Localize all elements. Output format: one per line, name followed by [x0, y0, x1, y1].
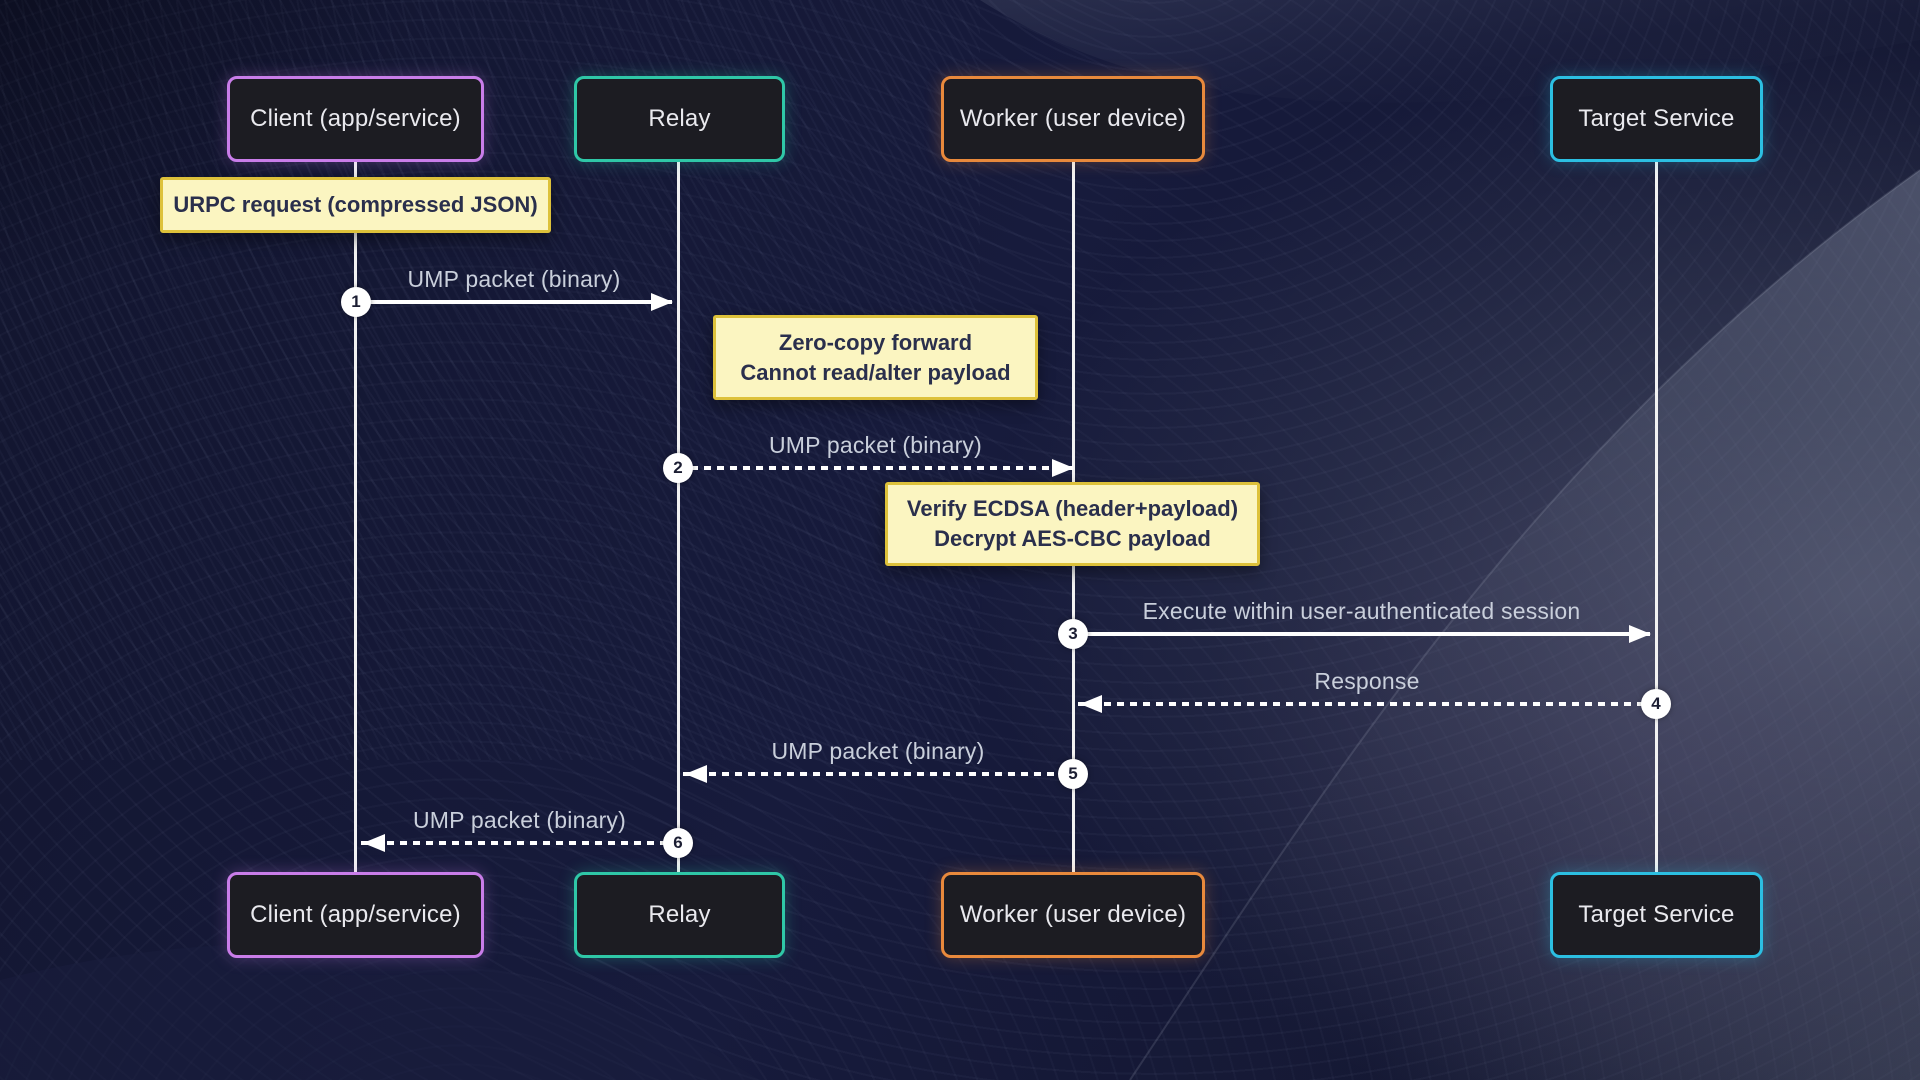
note-line: Decrypt AES-CBC payload — [934, 526, 1211, 551]
sequence-number-badge: 1 — [341, 287, 371, 317]
message-5-label: UMP packet (binary) — [771, 738, 985, 764]
actor-client-top: Client (app/service) — [227, 76, 484, 162]
actor-target-bottom: Target Service — [1550, 872, 1763, 958]
actor-worker-top: Worker (user device) — [941, 76, 1205, 162]
message-4: Response 4 — [1078, 666, 1671, 719]
message-6-arrow: 6 — [361, 828, 693, 858]
actor-label: Target Service — [1578, 105, 1735, 132]
message-5: UMP packet (binary) 5 — [683, 736, 1088, 789]
message-1-arrow: 1 — [341, 287, 673, 317]
lifeline-target — [1655, 162, 1658, 872]
note-urpc-request: URPC request (compressed JSON) — [160, 177, 551, 233]
actor-label: Relay — [648, 901, 711, 928]
message-6: UMP packet (binary) 6 — [361, 805, 693, 858]
note-verify-decrypt: Verify ECDSA (header+payload) Decrypt AE… — [885, 482, 1260, 566]
message-4-arrow: 4 — [1078, 689, 1671, 719]
note-line: Zero-copy forward — [778, 329, 973, 355]
actor-label: Target Service — [1578, 901, 1735, 928]
message-3-arrow: 3 — [1058, 619, 1651, 649]
sequence-number-badge: 3 — [1058, 619, 1088, 649]
message-2-label: UMP packet (binary) — [768, 432, 982, 458]
message-4-label: Response — [1314, 668, 1420, 694]
message-3-label: Execute within user-authenticated sessio… — [1142, 598, 1581, 624]
sequence-number-badge: 6 — [663, 828, 693, 858]
sequence-number-badge: 4 — [1641, 689, 1671, 719]
arrowhead-left-icon — [1080, 695, 1102, 713]
message-6-label: UMP packet (binary) — [412, 807, 626, 833]
arrowhead-left-icon — [685, 765, 707, 783]
actor-label: Worker (user device) — [959, 901, 1187, 928]
actor-relay-top: Relay — [574, 76, 785, 162]
message-3: Execute within user-authenticated sessio… — [1058, 596, 1651, 649]
sequence-number-badge: 5 — [1058, 759, 1088, 789]
note-line: Verify ECDSA (header+payload) — [906, 496, 1239, 521]
lifeline-client — [354, 162, 357, 872]
actor-label: Worker (user device) — [959, 105, 1187, 132]
note-zero-copy: Zero-copy forward Cannot read/alter payl… — [713, 315, 1038, 400]
actor-client-bottom: Client (app/service) — [227, 872, 484, 958]
note-line: Cannot read/alter payload — [740, 359, 1011, 385]
message-1: UMP packet (binary) 1 — [341, 264, 673, 317]
actor-relay-bottom: Relay — [574, 872, 785, 958]
message-1-label: UMP packet (binary) — [407, 266, 621, 292]
actor-worker-bottom: Worker (user device) — [941, 872, 1205, 958]
actor-target-top: Target Service — [1550, 76, 1763, 162]
arrowhead-left-icon — [363, 834, 385, 852]
arrowhead-right-icon — [1052, 459, 1074, 477]
actor-label: Client (app/service) — [250, 901, 461, 928]
actor-label: Relay — [648, 105, 711, 132]
message-5-arrow: 5 — [683, 759, 1088, 789]
actor-label: Client (app/service) — [250, 105, 461, 132]
arrowhead-right-icon — [651, 293, 673, 311]
lifeline-relay — [677, 162, 680, 872]
message-2: UMP packet (binary) 2 — [663, 430, 1074, 483]
message-2-arrow: 2 — [663, 453, 1074, 483]
note-line: URPC request (compressed JSON) — [173, 192, 538, 217]
sequence-number-badge: 2 — [663, 453, 693, 483]
arrowhead-right-icon — [1629, 625, 1651, 643]
